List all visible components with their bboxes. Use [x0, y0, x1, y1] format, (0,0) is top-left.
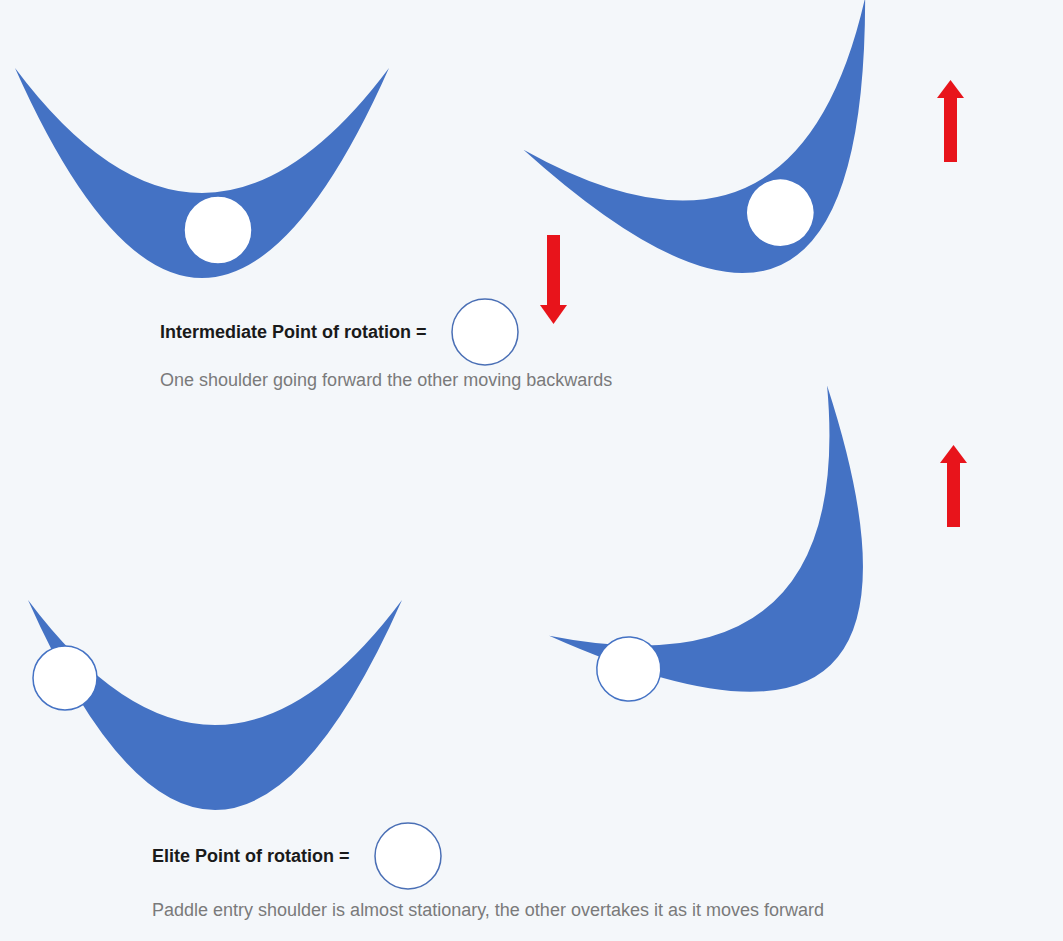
- note-label-row: Paddle entry shoulder is almost stationa…: [152, 900, 824, 921]
- heading-label-row: Intermediate Point of rotation =: [160, 314, 521, 350]
- movement-arrow: [940, 445, 967, 527]
- heading-label-row: Elite Point of rotation =: [152, 838, 444, 874]
- torso-crescent: [15, 68, 389, 278]
- rotation-point-symbol: [449, 296, 521, 368]
- torso-crescent: [28, 600, 402, 810]
- note-label: One shoulder going forward the other mov…: [160, 370, 612, 391]
- torso-crescent: [549, 386, 967, 792]
- rotation-point-symbol: [372, 820, 444, 892]
- heading-label: Elite Point of rotation =: [152, 846, 350, 867]
- heading-label: Intermediate Point of rotation =: [160, 322, 427, 343]
- movement-arrow: [937, 80, 964, 162]
- note-label-row: One shoulder going forward the other mov…: [160, 370, 612, 391]
- torso-crescent: [523, 0, 950, 342]
- note-label: Paddle entry shoulder is almost stationa…: [152, 900, 824, 921]
- movement-arrow: [540, 235, 567, 324]
